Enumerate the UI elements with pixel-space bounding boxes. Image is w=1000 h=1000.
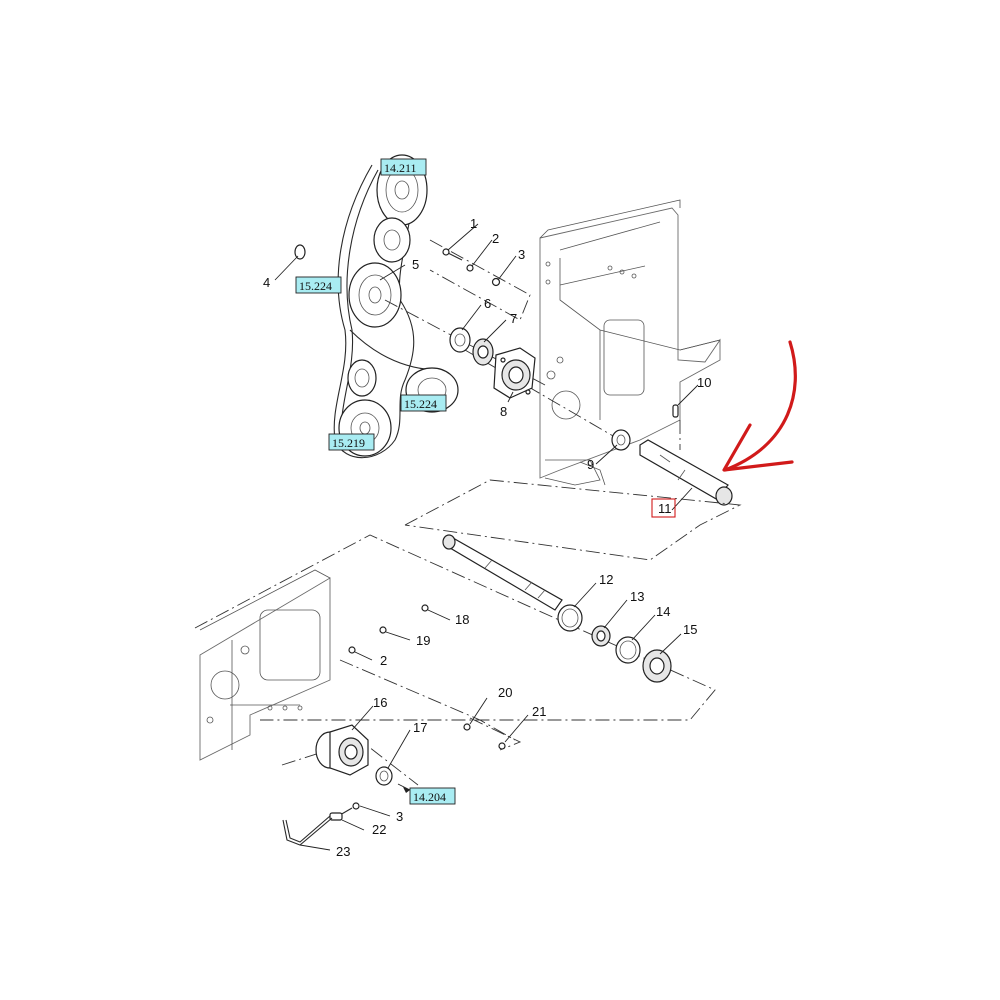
- callout-20: 20: [498, 685, 512, 700]
- lower-frame-panel: [199, 569, 331, 761]
- lower-shaft-assembly: [194, 479, 742, 846]
- callout-9: 9: [587, 457, 594, 472]
- callout-2: 2: [492, 231, 499, 246]
- callout-17: 17: [413, 720, 427, 735]
- callout-1: 1: [470, 216, 477, 231]
- upper-shaft-assembly: [294, 239, 733, 506]
- callout-11: 11: [658, 501, 672, 516]
- ref-tag-15-224-b[interactable]: 15.224: [400, 394, 447, 412]
- callout-5: 5: [412, 257, 419, 272]
- callout-labels: 1 2 3 4 5 6 7 8 9 10 11 12 13 14 15 16 1…: [263, 216, 711, 859]
- svg-text:15.219: 15.219: [332, 436, 365, 450]
- callout-13: 13: [630, 589, 644, 604]
- highlight-arrow: [722, 340, 797, 472]
- callout-8: 8: [500, 404, 507, 419]
- ref-tag-15-224-a[interactable]: 15.224: [295, 276, 342, 294]
- ref-tag-14-204[interactable]: 14.204: [409, 787, 456, 805]
- svg-text:15.224: 15.224: [299, 279, 332, 293]
- callout-14: 14: [656, 604, 670, 619]
- callout-15: 15: [683, 622, 697, 637]
- leader-lines: [274, 223, 699, 851]
- callout-3-lower: 3: [396, 809, 403, 824]
- ref-tag-14-211[interactable]: 14.211: [380, 158, 427, 176]
- callout-23: 23: [336, 844, 350, 859]
- callout-3: 3: [518, 247, 525, 262]
- callout-7: 7: [510, 311, 517, 326]
- svg-text:14.204: 14.204: [413, 790, 446, 804]
- callout-2-lower: 2: [380, 653, 387, 668]
- callout-12: 12: [599, 572, 613, 587]
- svg-text:15.224: 15.224: [404, 397, 437, 411]
- ref-tag-15-219[interactable]: 15.219: [328, 433, 375, 451]
- svg-text:14.211: 14.211: [384, 161, 417, 175]
- callout-10: 10: [697, 375, 711, 390]
- callout-6: 6: [484, 296, 491, 311]
- callout-19: 19: [416, 633, 430, 648]
- callout-21: 21: [532, 704, 546, 719]
- callout-22: 22: [372, 822, 386, 837]
- callout-16: 16: [373, 695, 387, 710]
- highlight-box-11: [651, 498, 676, 518]
- callout-18: 18: [455, 612, 469, 627]
- callout-4: 4: [263, 275, 270, 290]
- reference-tags: 14.211 15.224 15.224 15.219 14.204: [295, 158, 456, 805]
